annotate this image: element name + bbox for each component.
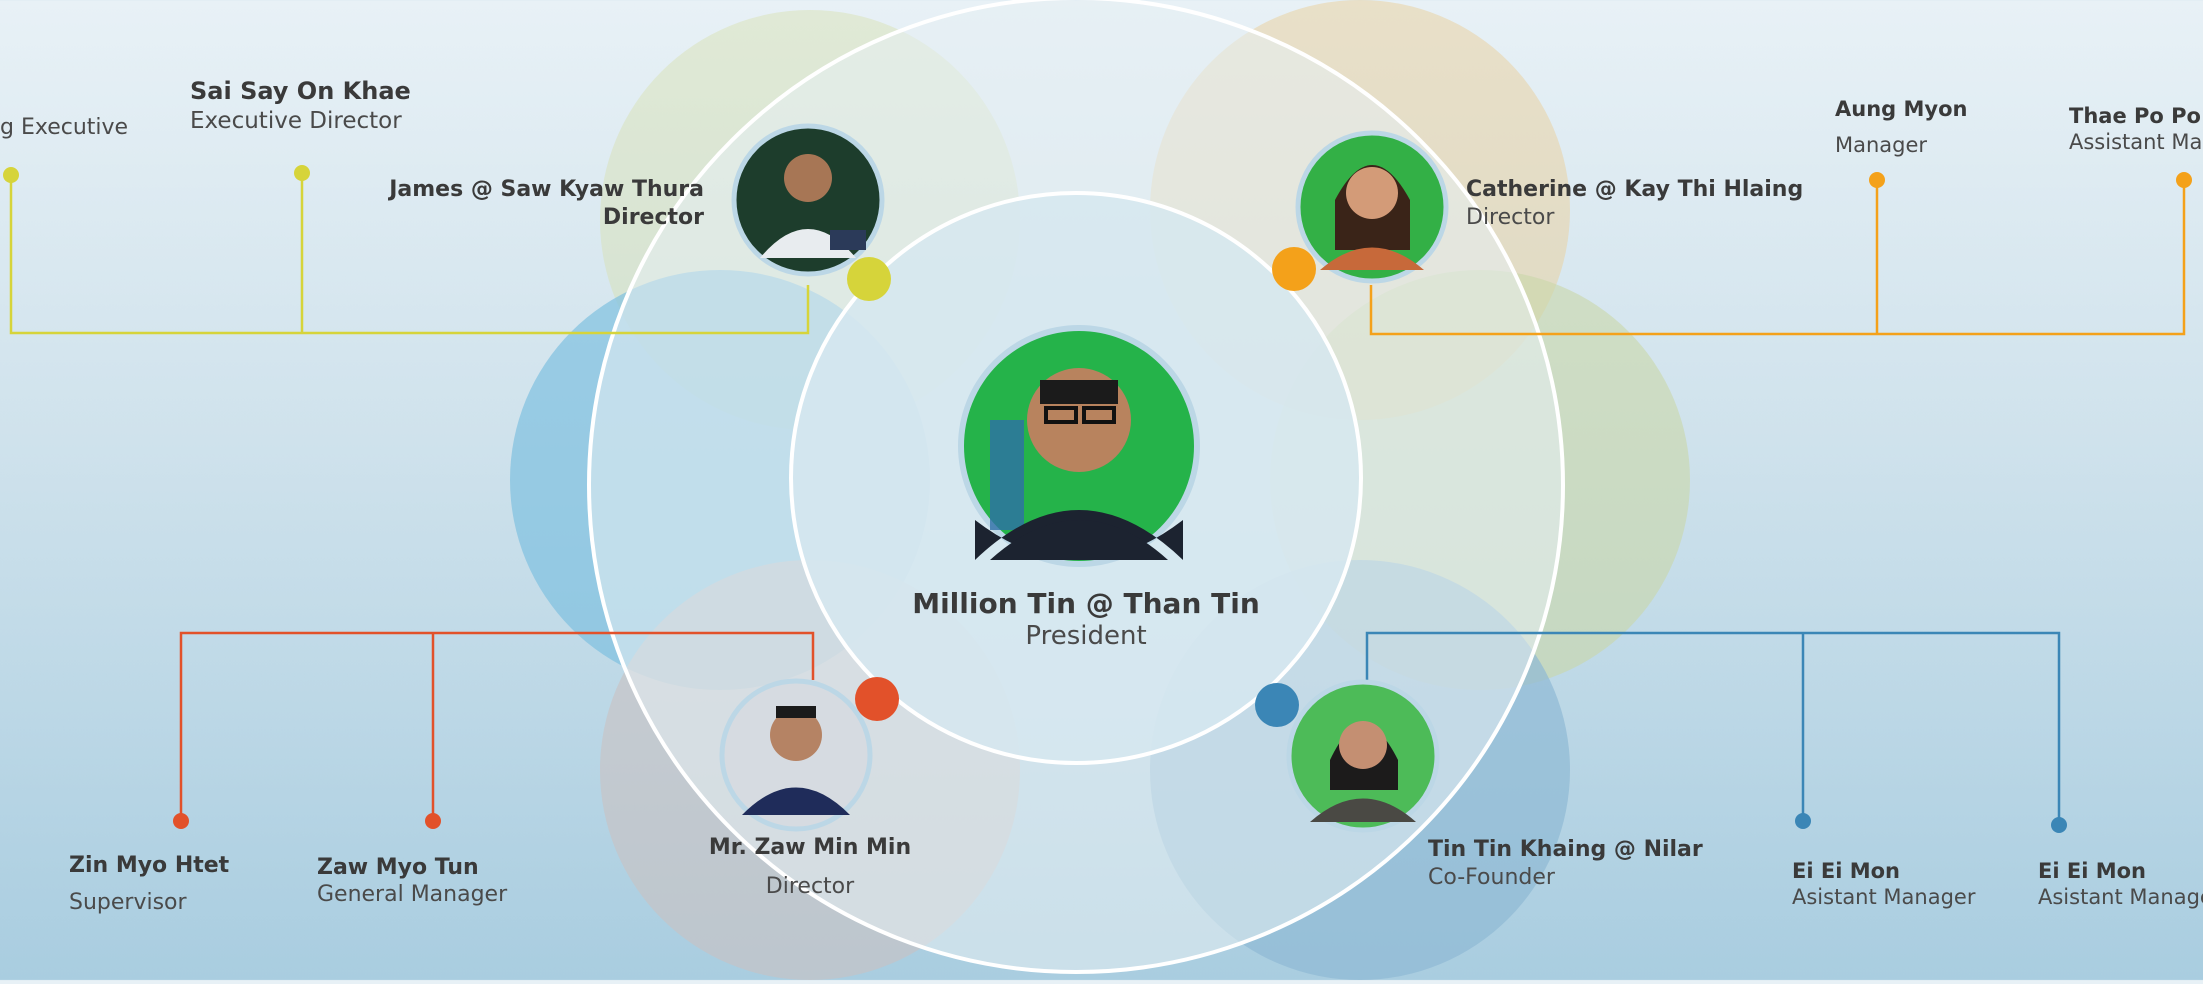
staff-br-2-name: Ei Ei Mon xyxy=(2038,859,2146,883)
president-role: President xyxy=(1025,621,1147,652)
staff-bl-2-name: Zaw Myo Tun xyxy=(317,855,479,880)
accent-dot-orange xyxy=(1272,247,1316,291)
staff-bl-1-role: Supervisor xyxy=(69,890,187,916)
staff-tr-1-role: Manager xyxy=(1835,133,1928,158)
person-photo-icon-bottom-left[interactable] xyxy=(719,678,873,832)
staff-bl-1: Zin Myo Htet Supervisor xyxy=(69,853,229,916)
orange-dot-1 xyxy=(1869,172,1885,188)
staff-br-1: Ei Ei Mon Asistant Manager xyxy=(1792,859,1975,909)
blue-dot-2 xyxy=(2051,817,2067,833)
staff-tl-1-role: g Executive xyxy=(0,115,129,140)
connectors-yellow xyxy=(9,173,810,335)
accent-dot-yellow xyxy=(847,257,891,301)
accent-dot-blue xyxy=(1255,683,1299,727)
president-block: Million Tin @ Than Tin President xyxy=(886,587,1286,652)
director-bottom-right-name: Tin Tin Khaing @ Nilar xyxy=(1428,837,1703,862)
red-dot-2 xyxy=(425,813,441,829)
staff-br-1-role: Asistant Manager xyxy=(1792,885,1976,910)
blue-dot-1 xyxy=(1795,813,1811,829)
director-top-right-name: Catherine @ Kay Thi Hlaing xyxy=(1466,177,1804,202)
staff-tr-2: Thae Po Po C Assistant Man xyxy=(2069,104,2203,154)
director-bottom-right-role: Co-Founder xyxy=(1428,865,1555,891)
staff-br-1-name: Ei Ei Mon xyxy=(1792,859,1900,883)
director-top-right-role: Director xyxy=(1466,205,1555,231)
director-top-right: Catherine @ Kay Thi Hlaing Director xyxy=(1466,177,1803,231)
director-top-left-name: James @ Saw Kyaw Thura xyxy=(389,177,704,202)
staff-tr-2-role: Assistant Man xyxy=(2069,130,2203,155)
yellow-dot-2 xyxy=(294,165,310,181)
person-photo-icon-top-left[interactable] xyxy=(731,123,885,277)
staff-tr-1: Aung Myon Manager xyxy=(1835,97,1967,157)
red-dot-1 xyxy=(173,813,189,829)
staff-tl-2-name: Sai Say On Khae xyxy=(190,77,411,105)
president-name: Million Tin @ Than Tin xyxy=(912,587,1260,620)
connectors-blue xyxy=(1365,631,2061,824)
director-bottom-left-name: Mr. Zaw Min Min xyxy=(708,835,912,860)
staff-tr-1-name: Aung Myon xyxy=(1835,97,1968,121)
connectors-red xyxy=(179,631,815,820)
person-photo-icon-president[interactable] xyxy=(958,325,1200,567)
staff-tl-1: g Executive xyxy=(0,115,128,140)
staff-bl-2: Zaw Myo Tun General Manager xyxy=(317,855,507,908)
director-top-left: James @ Saw Kyaw Thura Director xyxy=(360,177,704,231)
person-photo-icon-top-right[interactable] xyxy=(1295,130,1449,284)
accent-dot-red xyxy=(855,677,899,721)
director-top-left-role: Director xyxy=(602,205,704,231)
staff-br-2: Ei Ei Mon Asistant Manage xyxy=(2038,859,2203,909)
person-photo-icon-bottom-right[interactable] xyxy=(1286,679,1440,833)
staff-br-2-role: Asistant Manage xyxy=(2038,885,2203,910)
director-bottom-left: Mr. Zaw Min Min Director xyxy=(680,835,940,900)
staff-tr-2-name: Thae Po Po C xyxy=(2069,104,2203,128)
staff-tl-2: Sai Say On Khae Executive Director xyxy=(190,77,411,134)
yellow-dot-1 xyxy=(3,167,19,183)
orange-dot-2 xyxy=(2176,172,2192,188)
staff-tl-2-role: Executive Director xyxy=(190,107,402,134)
staff-bl-2-role: General Manager xyxy=(317,882,508,908)
director-bottom-right: Tin Tin Khaing @ Nilar Co-Founder xyxy=(1428,837,1703,891)
connectors-orange xyxy=(1369,180,2186,336)
staff-bl-1-name: Zin Myo Htet xyxy=(69,853,230,878)
director-bottom-left-role: Director xyxy=(765,874,855,900)
